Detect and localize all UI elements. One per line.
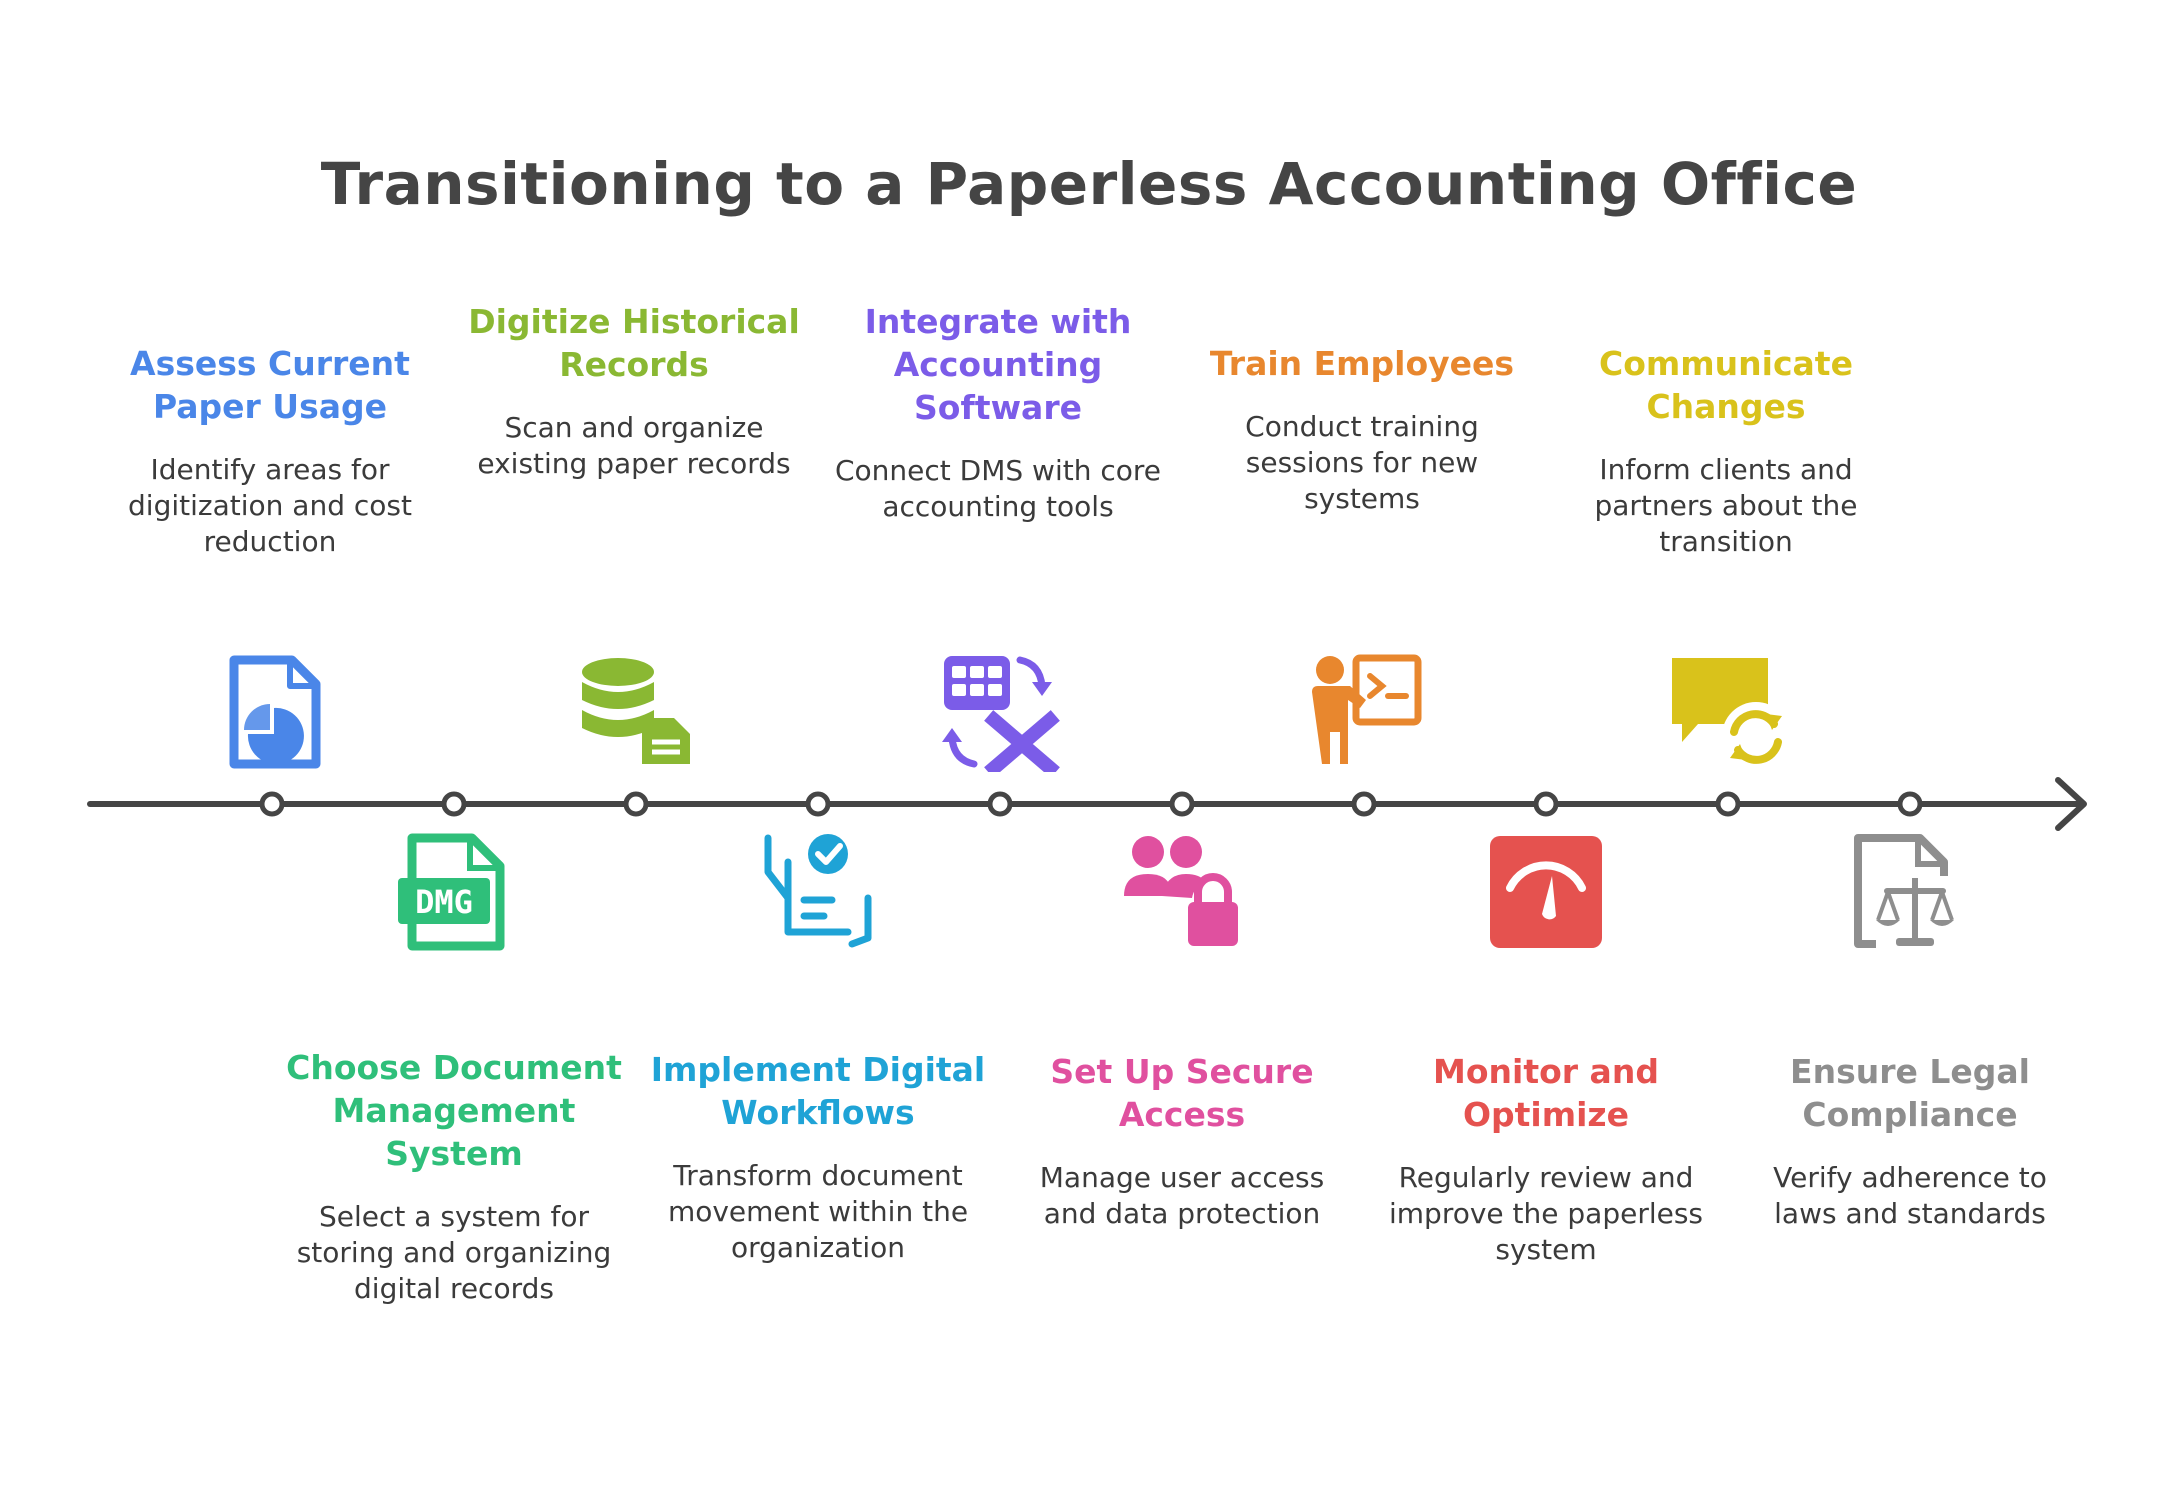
gauge-icon xyxy=(1486,832,1606,952)
database-document-icon xyxy=(576,652,696,772)
step-label: Train Employees xyxy=(1209,344,1515,383)
step-choose-document-management-system: Choose Document Management System Select… xyxy=(284,1046,624,1307)
chat-refresh-icon xyxy=(1668,652,1788,772)
step-digitize-historical-records: Digitize Historical Records Scan and org… xyxy=(464,300,804,482)
users-lock-icon xyxy=(1122,832,1242,952)
step-label: Set Up Secure Access xyxy=(1050,1052,1314,1134)
step-description: Select a system for storing and organizi… xyxy=(296,1200,612,1305)
presenter-screen-icon xyxy=(1304,652,1424,772)
step-label: Implement Digital Workflows xyxy=(650,1050,986,1132)
document-scales-icon xyxy=(1850,832,1970,952)
step-description: Scan and organize existing paper records xyxy=(477,411,791,480)
hand-checklist-icon xyxy=(758,832,878,952)
timeline-node xyxy=(1169,791,1195,817)
timeline-node xyxy=(805,791,831,817)
timeline-node xyxy=(1533,791,1559,817)
timeline-node xyxy=(987,791,1013,817)
timeline-node xyxy=(441,791,467,817)
step-description: Verify adherence to laws and standards xyxy=(1773,1161,2047,1230)
step-description: Regularly review and improve the paperle… xyxy=(1388,1161,1704,1266)
step-description: Conduct training sessions for new system… xyxy=(1245,410,1479,515)
page-title: Transitioning to a Paperless Accounting … xyxy=(320,150,1858,218)
timeline-node xyxy=(623,791,649,817)
svg-text:DMG: DMG xyxy=(415,883,473,921)
step-label: Ensure Legal Compliance xyxy=(1790,1052,2030,1134)
step-ensure-legal-compliance: Ensure Legal Compliance Verify adherence… xyxy=(1740,1050,2080,1232)
step-description: Connect DMS with core accounting tools xyxy=(834,454,1162,523)
timeline-node xyxy=(1897,791,1923,817)
step-monitor-and-optimize: Monitor and Optimize Regularly review an… xyxy=(1376,1050,1716,1268)
step-label: Choose Document Management System xyxy=(286,1048,622,1173)
step-implement-digital-workflows: Implement Digital Workflows Transform do… xyxy=(648,1048,988,1266)
step-integrate-with-accounting-software: Integrate with Accounting Software Conne… xyxy=(828,300,1168,525)
step-label: Communicate Changes xyxy=(1599,344,1853,426)
dmg-file-icon: DMG xyxy=(394,832,514,952)
step-description: Manage user access and data protection xyxy=(1039,1161,1325,1230)
step-communicate-changes: Communicate Changes Inform clients and p… xyxy=(1556,342,1896,560)
spreadsheet-integration-icon xyxy=(940,652,1060,772)
step-label: Monitor and Optimize xyxy=(1433,1052,1659,1134)
step-label: Assess Current Paper Usage xyxy=(130,344,410,426)
step-assess-current-paper-usage: Assess Current Paper Usage Identify area… xyxy=(100,342,440,560)
step-description: Identify areas for digitization and cost… xyxy=(128,453,412,558)
step-description: Transform document movement within the o… xyxy=(667,1159,969,1264)
timeline-node xyxy=(259,791,285,817)
document-pie-chart-icon xyxy=(212,652,332,772)
timeline-node xyxy=(1715,791,1741,817)
step-label: Digitize Historical Records xyxy=(468,302,800,384)
step-label: Integrate with Accounting Software xyxy=(864,302,1132,427)
step-train-employees: Train Employees Conduct training session… xyxy=(1192,342,1532,517)
timeline-node xyxy=(1351,791,1377,817)
step-set-up-secure-access: Set Up Secure Access Manage user access … xyxy=(1012,1050,1352,1232)
step-description: Inform clients and partners about the tr… xyxy=(1594,453,1858,558)
